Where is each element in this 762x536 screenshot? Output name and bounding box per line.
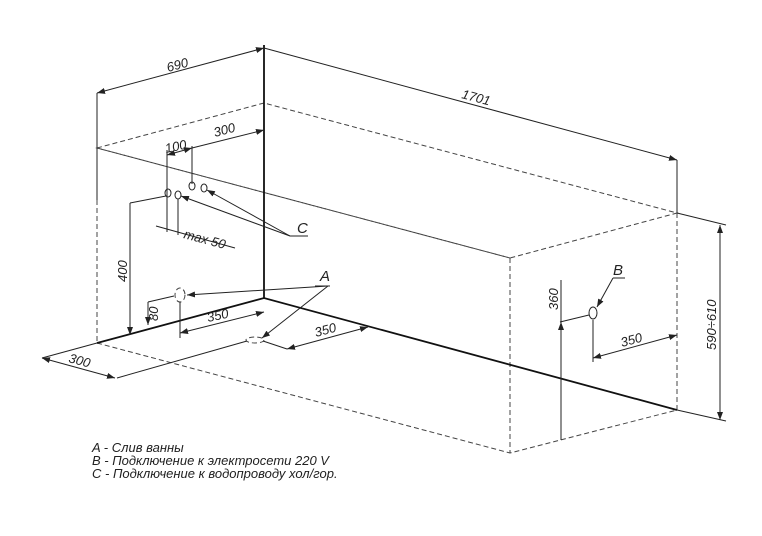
wall-floor-line <box>96 297 678 411</box>
dim-drain-outlet-offset-label: 350 <box>206 306 231 325</box>
drain-connections: A 80 350 350 300 <box>41 268 369 379</box>
pipe-icon <box>200 183 208 193</box>
dim-pipe-spacing-label: 100 <box>164 137 189 156</box>
dim-pipe-max-label: max 50 <box>182 226 228 252</box>
tub-outline <box>95 45 679 454</box>
dim-depth-label: 690 <box>165 55 191 75</box>
dim-pipe-offset-label: 300 <box>212 120 238 140</box>
dimension-depth: 690 <box>96 47 265 94</box>
dim-drain-offset-label: 350 <box>313 320 339 340</box>
dim-drain-outlet-height-label: 80 <box>146 306 161 321</box>
dimension-length: 1701 <box>263 47 678 213</box>
dim-height-label: 590÷610 <box>704 299 719 350</box>
legend-item-b: B - Подключение к электросети 220 V <box>92 453 330 468</box>
power-socket-icon <box>588 306 598 320</box>
legend-item-c: C - Подключение к водопроводу хол/гор. <box>92 466 338 481</box>
power-connection: 360 B 350 <box>546 262 678 440</box>
water-connections: 100 300 max 50 400 C <box>115 120 308 335</box>
dim-power-offset-label: 350 <box>619 330 645 350</box>
drain-icon <box>245 336 265 344</box>
dimension-height: 590÷610 <box>676 212 727 422</box>
label-b: B <box>613 262 623 279</box>
dim-pipe-height-label: 400 <box>115 260 130 282</box>
pipe-icon <box>174 190 182 200</box>
dim-floor-offset-label: 300 <box>67 350 93 370</box>
legend: A - Слив ванны B - Подключение к электро… <box>91 440 338 481</box>
dim-power-height-label: 360 <box>546 288 561 310</box>
legend-item-a: A - Слив ванны <box>91 440 184 455</box>
dim-length-label: 1701 <box>460 86 492 108</box>
label-a: A <box>319 268 330 285</box>
pipe-icon <box>164 188 172 198</box>
drain-outlet-icon <box>174 287 186 303</box>
label-c: C <box>297 220 308 237</box>
